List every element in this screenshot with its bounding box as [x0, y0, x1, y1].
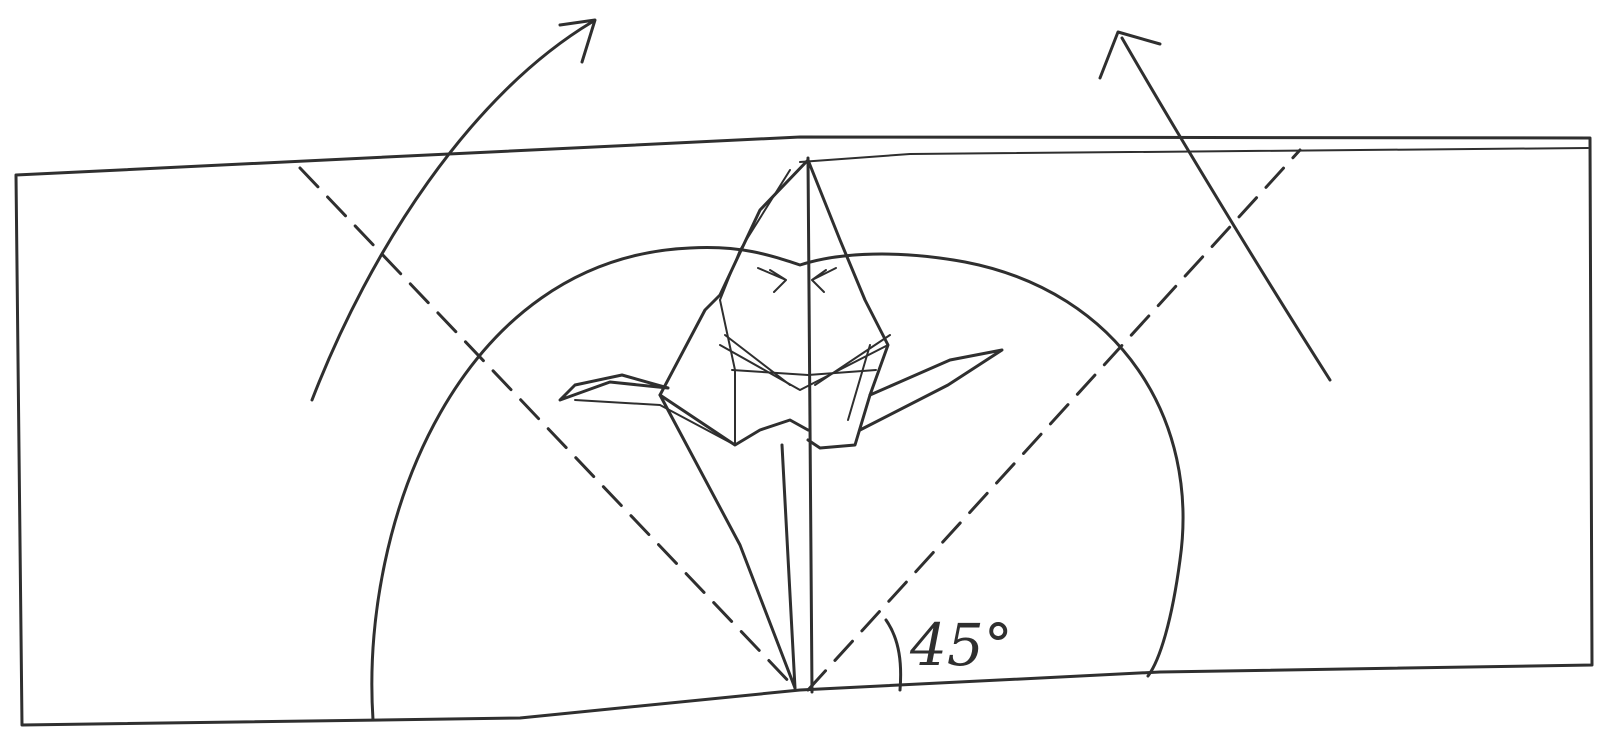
crane-cross-fold-2 — [732, 370, 876, 375]
right-arrowhead-icon — [1100, 32, 1160, 78]
semicircle-arc — [372, 247, 1183, 720]
right-straight-arrow — [1122, 38, 1330, 380]
crane-lower-mid-crease — [782, 445, 795, 688]
crane-body-right — [808, 160, 888, 448]
left-dashed-diagonal — [300, 168, 795, 688]
crane-neck-left — [720, 300, 735, 445]
right-inward-arrow-icon — [812, 268, 836, 292]
left-inward-arrow-icon — [758, 268, 786, 292]
angle-label: 45° — [909, 611, 1013, 679]
crane-left-wing — [560, 375, 668, 400]
center-fold-line — [808, 158, 812, 692]
left-curved-arrow — [312, 22, 592, 400]
angle-arc-marker — [886, 620, 901, 690]
ink-drawing — [16, 20, 1592, 725]
paper-strip-outline — [16, 137, 1592, 725]
crane-left-wing-lower — [575, 400, 735, 445]
